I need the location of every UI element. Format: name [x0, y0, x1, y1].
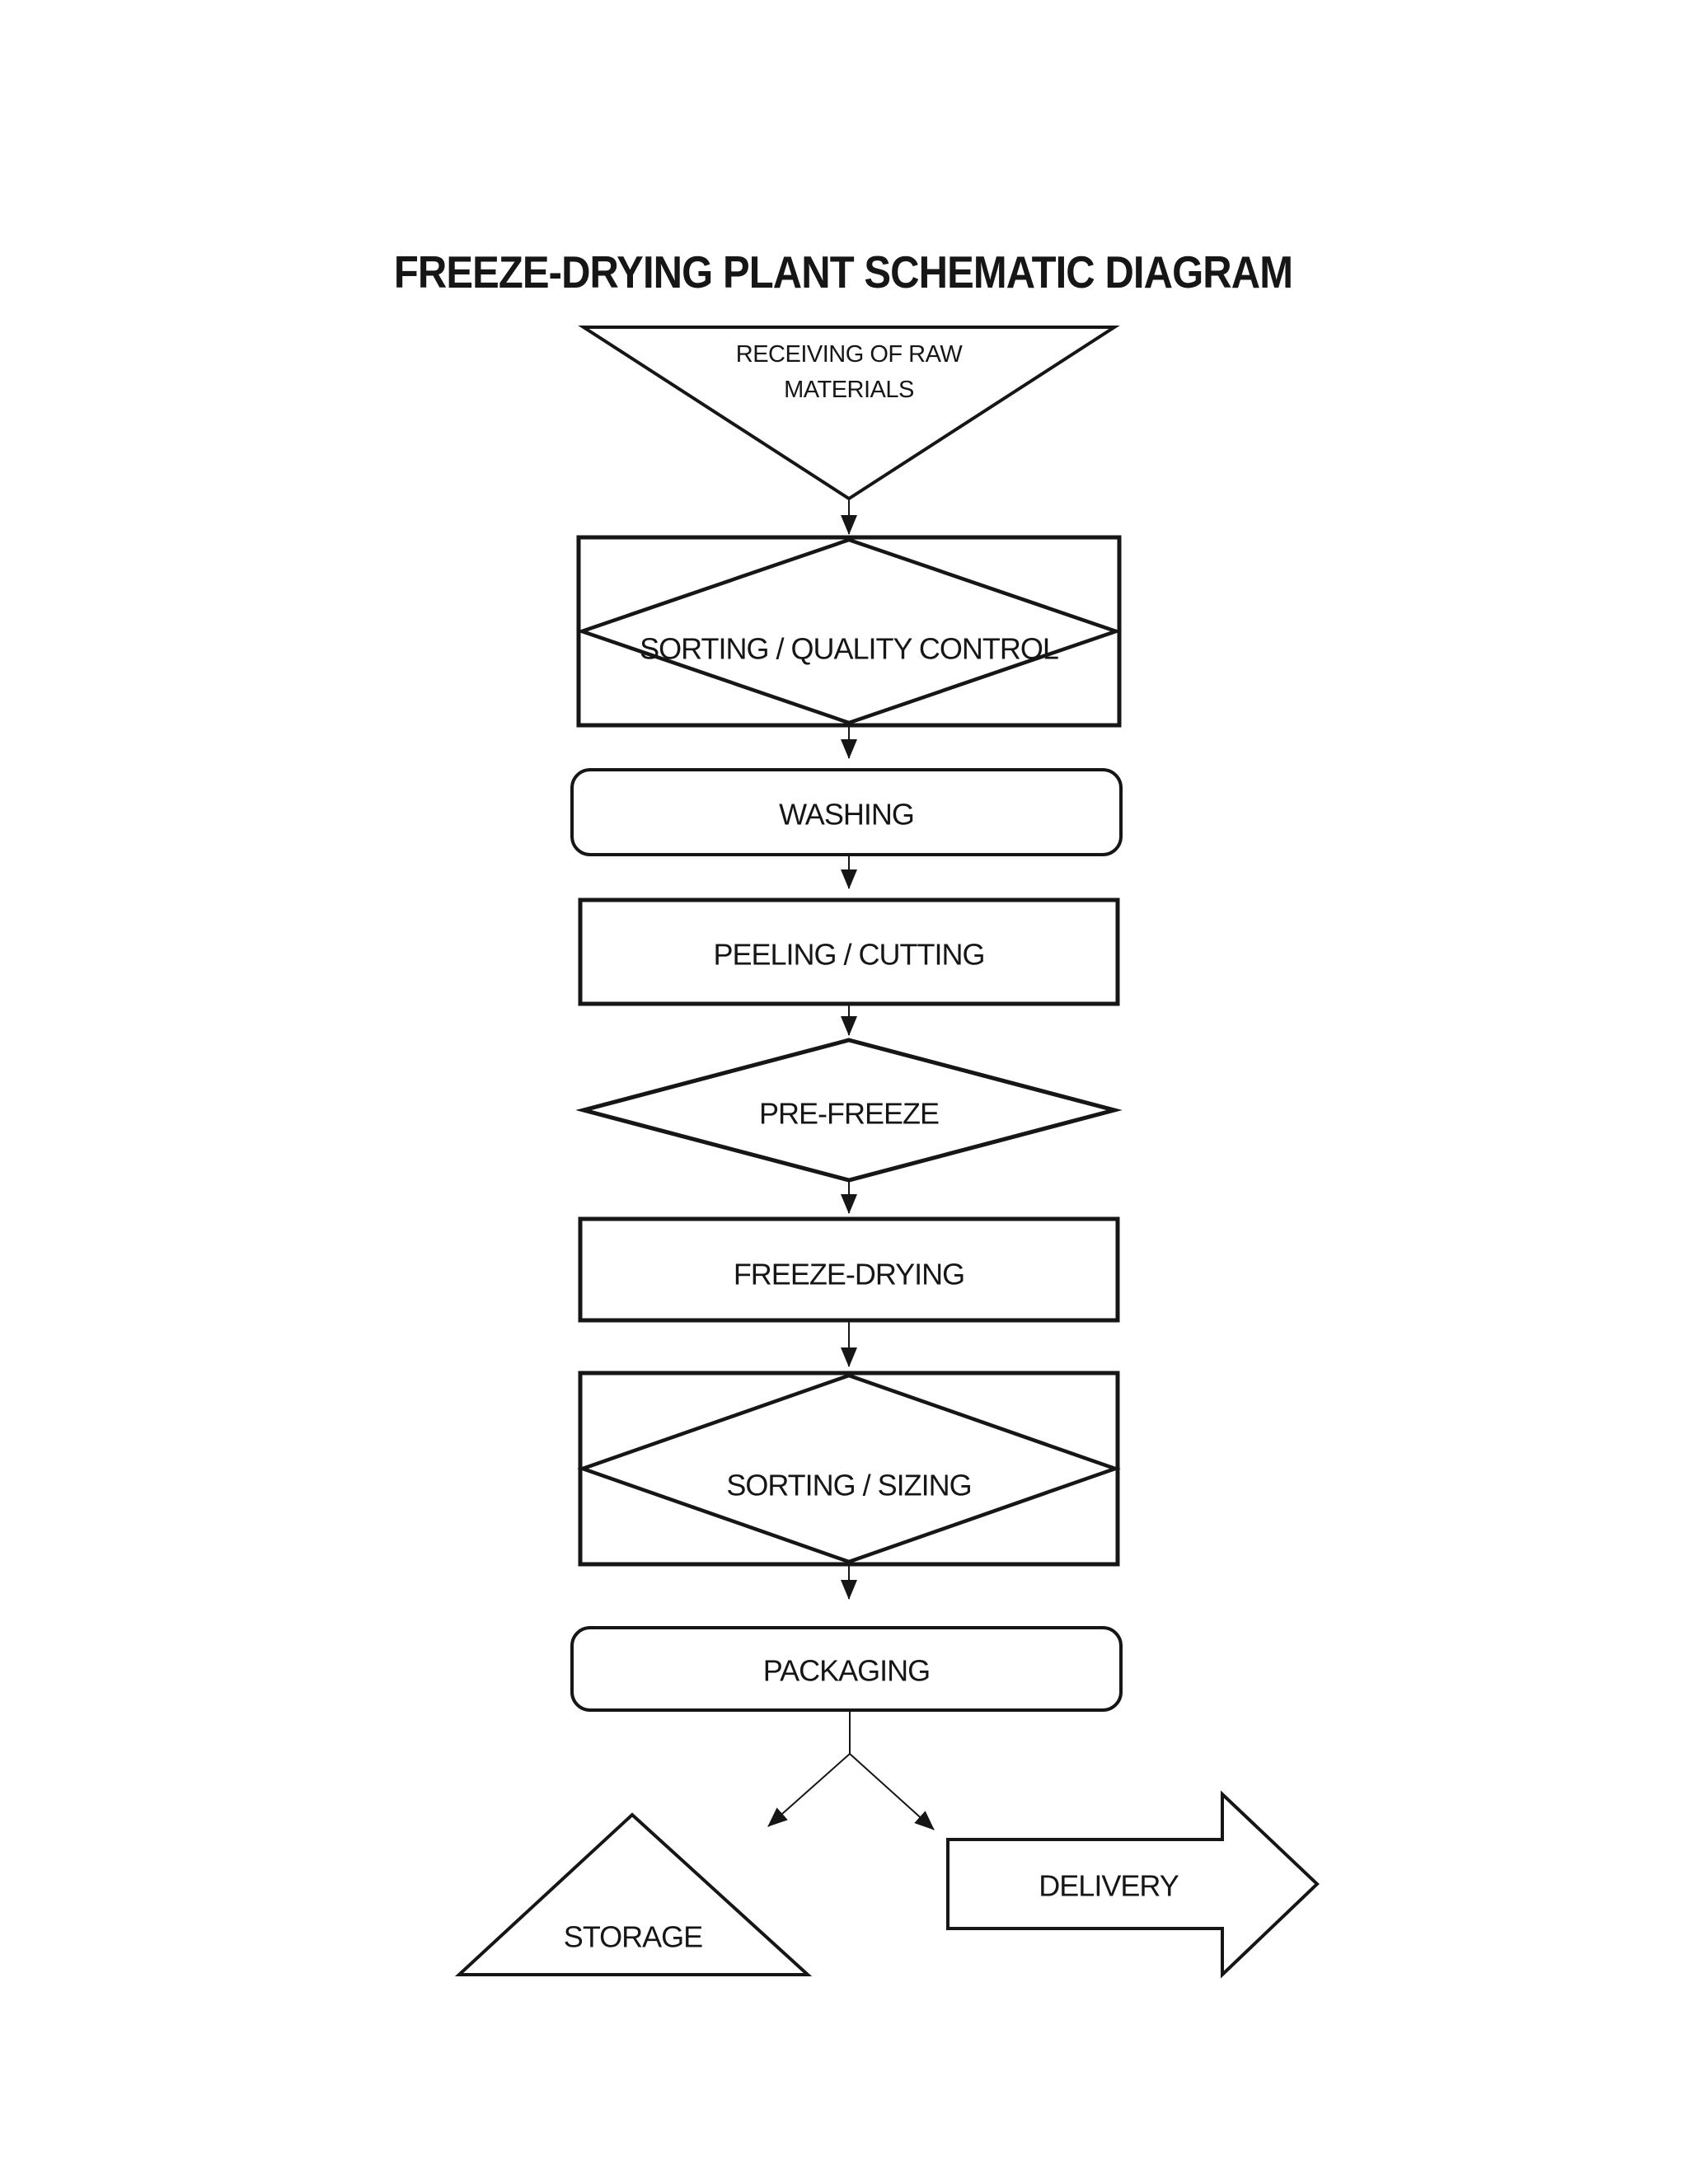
node-label-packaging: PACKAGING [762, 1653, 931, 1688]
node-label-pre-freeze: PRE-FREEZE [758, 1096, 940, 1131]
pre-freeze-diamond-shape [575, 1038, 1123, 1183]
freeze-drying-rect-shape [578, 1216, 1120, 1323]
node-label-freeze-drying: FREEZE-DRYING [733, 1257, 965, 1291]
arrow-packaging-to-delivery-icon [849, 1753, 935, 1830]
node-label-washing: WASHING [779, 797, 915, 832]
node-label-receiving-line1: RECEIVING OF RAW [735, 341, 963, 368]
peeling-cutting-rect-shape [578, 898, 1120, 1006]
node-label-receiving: RECEIVING OF RAW MATERIALS [736, 337, 963, 408]
receiving-inverted-triangle-shape [578, 326, 1120, 501]
sorting-quality-control-diamond-shape [576, 537, 1122, 725]
storage-triangle-shape [454, 1812, 813, 1976]
arrow-packaging-to-storage-icon [767, 1753, 851, 1827]
packaging-rounded-rect-shape [570, 1626, 1123, 1712]
node-label-delivery: DELIVERY [1039, 1868, 1179, 1903]
delivery-right-arrow-shape [946, 1790, 1320, 1979]
node-label-receiving-line2: MATERIALS [784, 377, 914, 403]
node-label-sorting-quality-control: SORTING / QUALITY CONTROL [640, 631, 1059, 666]
node-label-sorting-sizing: SORTING / SIZING [726, 1468, 972, 1502]
sorting-sizing-diamond-shape [577, 1373, 1121, 1564]
diagram-title: FREEZE-DRYING PLANT SCHEMATIC DIAGRAM [393, 246, 1293, 298]
node-label-peeling-cutting: PEELING / CUTTING [713, 937, 985, 972]
node-label-storage: STORAGE [563, 1919, 703, 1954]
washing-rounded-rect-shape [570, 768, 1123, 856]
